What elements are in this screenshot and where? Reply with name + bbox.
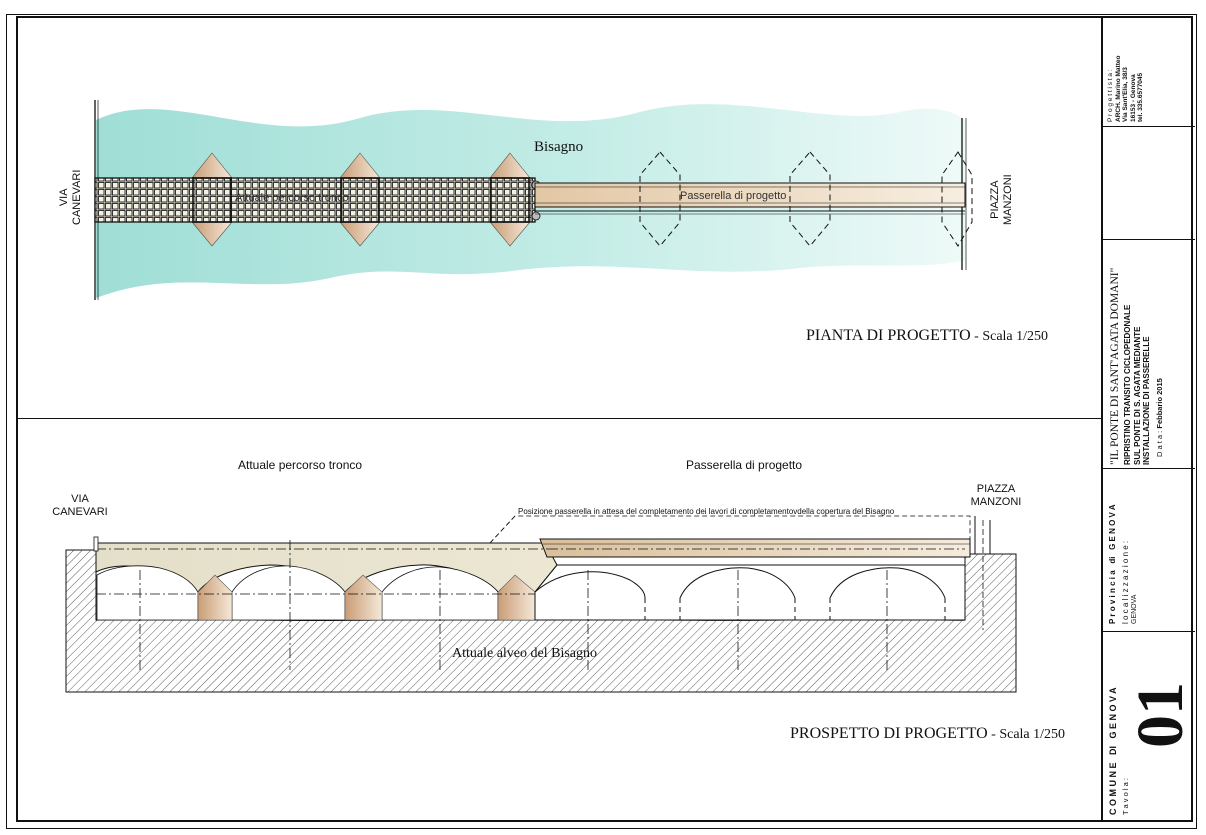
designer-info: P r o g e t t i s t a : ARCH. Marino Mat… (1107, 55, 1144, 122)
elevation-riverbed-label: Attuale alveo del Bisagno (452, 646, 598, 661)
title-block-divider (1103, 631, 1195, 632)
plan-river-label: Bisagno (534, 139, 584, 155)
project-title: "IL PONTE DI SANT'AGATA DOMANI" (1109, 267, 1121, 465)
elevation-caption: PROSPETTO DI PROGETTO - Scala 1/250 (790, 725, 1066, 742)
elevation-new-label: Passerella di progetto (686, 458, 803, 472)
title-block-divider (1103, 126, 1195, 127)
plan-right-square-label: PIAZZA MANZONI (989, 174, 1014, 225)
elevation-existing-piers (197, 574, 536, 621)
elevation-temp-note: Posizione passerella in attesa del compl… (518, 507, 895, 516)
elevation-new-arches (534, 567, 946, 599)
plan-existing-deck (94, 177, 536, 223)
elevation-right-square-label: PIAZZA MANZONI (970, 483, 1022, 508)
plan-left-street-label: VIA CANEVARI (58, 169, 83, 225)
elevation-drawing (65, 515, 1017, 693)
elevation-left-street-label: VIA CANEVARI (52, 493, 108, 518)
sheet-frame (16, 16, 1193, 822)
location-info: P r o v i n c i a di G E N O V A l o c a… (1108, 504, 1138, 624)
title-block-divider (1103, 468, 1195, 469)
sheet-number: 01 (1124, 682, 1197, 748)
project-description: RIPRISTINO TRANSITO CICLOPEDONALE SUL PO… (1123, 304, 1151, 465)
title-block (1101, 16, 1195, 822)
plan-caption: PIANTA DI PROGETTO - Scala 1/250 (806, 327, 1049, 344)
title-block-divider (1103, 239, 1195, 240)
elevation-new-walkway (539, 538, 971, 558)
elevation-existing-label: Attuale percorso tronco (238, 458, 363, 472)
plan-new-path-label: Passerella di progetto (680, 190, 787, 202)
date-line: D a t a : Febbario 2015 (1154, 378, 1164, 457)
drawing-frame (6, 14, 1197, 829)
section-divider (16, 418, 1102, 419)
plan-dashed-piers (639, 151, 973, 247)
project-info: "IL PONTE DI SANT'AGATA DOMANI" RIPRISTI… (1109, 268, 1164, 465)
plan-existing-path-label: Attuale percorso tronco (235, 192, 349, 204)
plan-drawing (94, 100, 973, 300)
